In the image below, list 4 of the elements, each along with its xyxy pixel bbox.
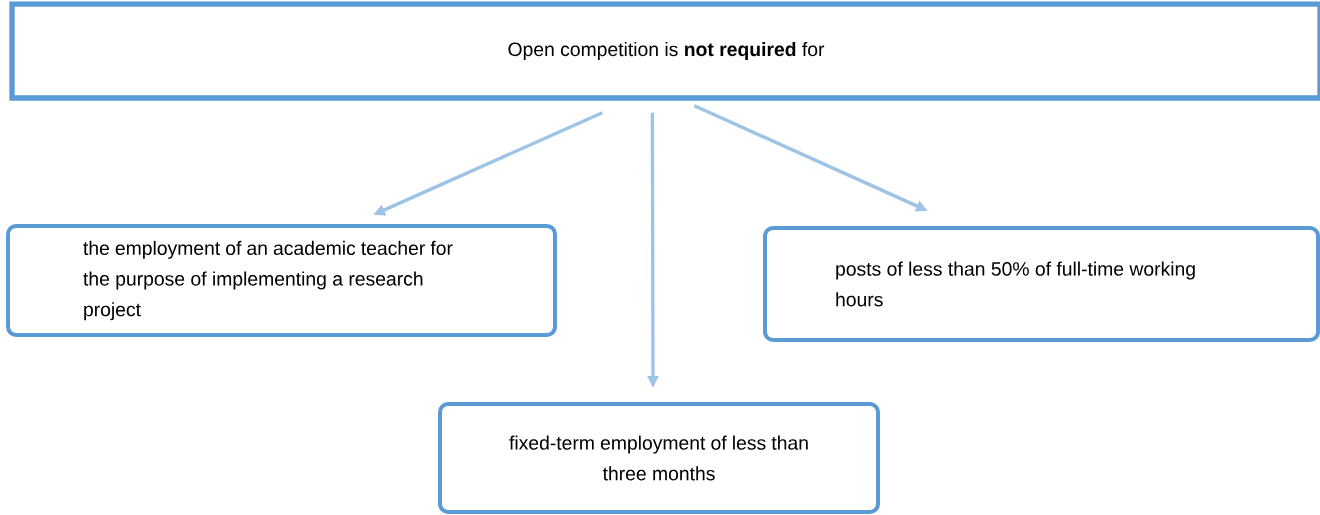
text-box: the employment of an academic teacher for the purpose of implementing a research project xyxy=(6,223,557,338)
heading-box: Open competition is not required for xyxy=(9,1,1320,101)
text-box: posts of less than 50% of full-time working hours xyxy=(763,226,1320,342)
text-box: fixed-term employment of less than three months xyxy=(438,402,880,514)
